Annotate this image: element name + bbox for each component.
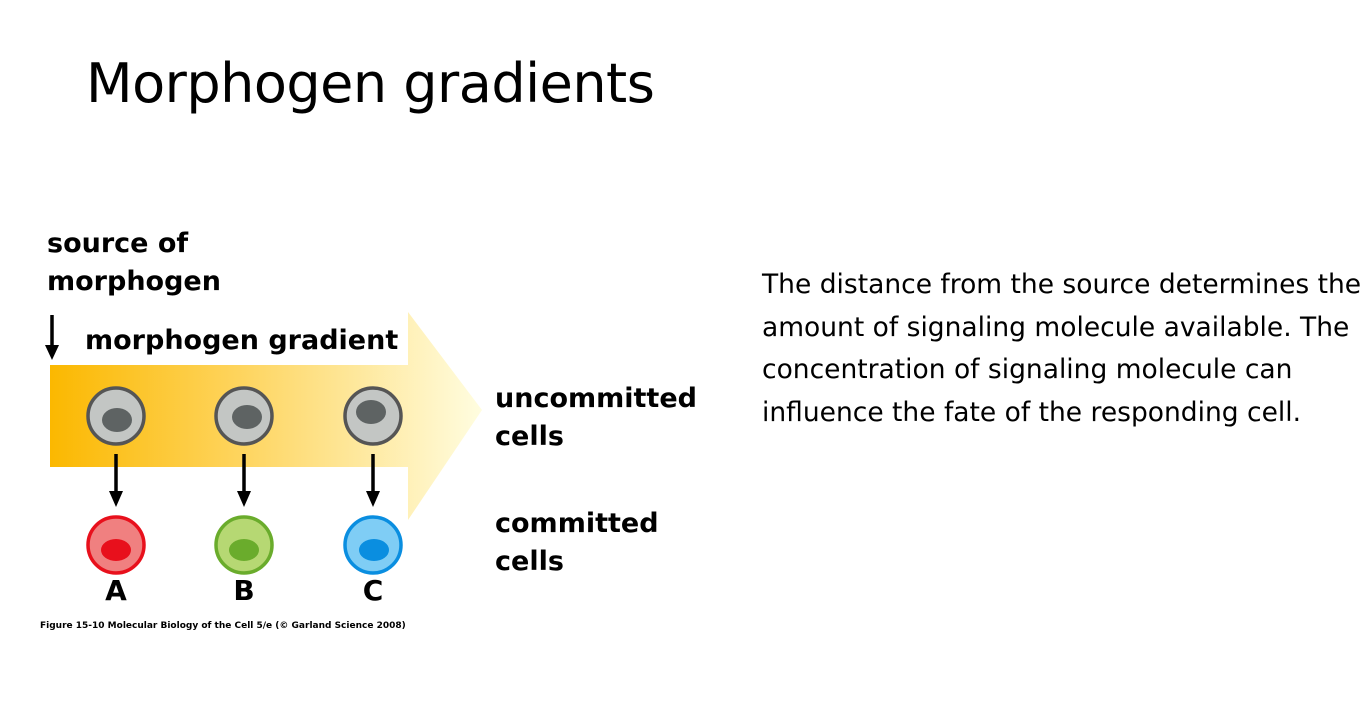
commit-arrow-A xyxy=(109,454,123,507)
slide-title: Morphogen gradients xyxy=(86,52,655,115)
uncommitted-cell-1 xyxy=(86,386,146,446)
cell-letter-B: B xyxy=(233,574,255,607)
committed-label-line2: cells xyxy=(495,546,564,577)
committed-cell-C xyxy=(343,515,403,575)
uncommitted-label-line2: cells xyxy=(495,421,564,452)
source-label-line2: morphogen xyxy=(47,266,221,297)
commit-arrow-B xyxy=(237,454,251,507)
source-label-line1: source of xyxy=(47,228,189,259)
body-text: The distance from the source determines … xyxy=(762,269,1362,428)
diagram-graphics xyxy=(45,312,482,575)
commit-arrow-C xyxy=(366,454,380,507)
uncommitted-cell-2 xyxy=(214,386,274,446)
figure-caption: Figure 15-10 Molecular Biology of the Ce… xyxy=(40,621,406,631)
committed-label-line1: committed xyxy=(495,508,659,539)
cell-letter-C: C xyxy=(362,574,384,607)
source-arrow-head xyxy=(45,345,59,360)
uncommitted-label-line1: uncommitted xyxy=(495,383,697,414)
gradient-label: morphogen gradient xyxy=(85,325,399,356)
committed-cell-A xyxy=(86,515,146,575)
morphogen-diagram: source of morphogen morphogen gradient u… xyxy=(0,200,740,650)
uncommitted-cell-3 xyxy=(343,386,403,446)
cell-letter-A: A xyxy=(105,574,127,607)
committed-cell-B xyxy=(214,515,274,575)
